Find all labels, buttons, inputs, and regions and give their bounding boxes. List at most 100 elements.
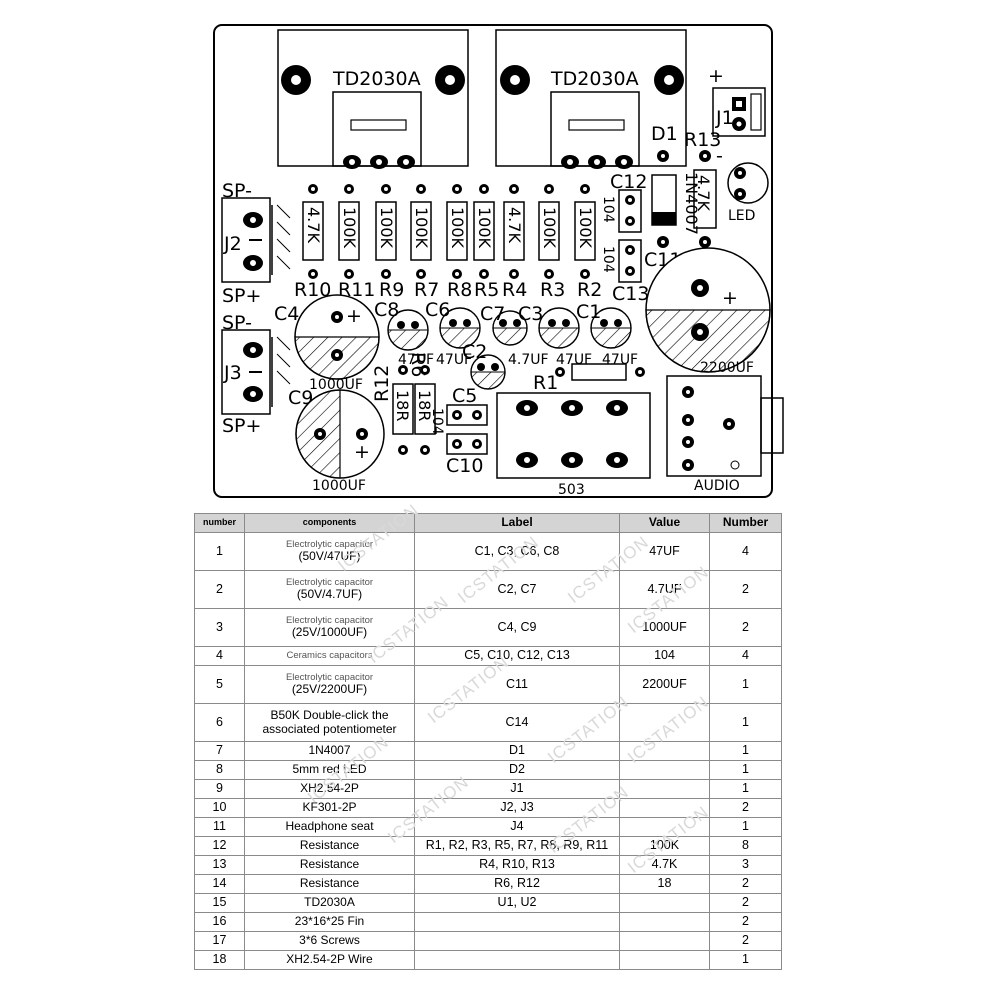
capacitor-c10 — [446, 433, 488, 455]
resistor-value: 100K — [540, 207, 559, 249]
c7-value: 4.7UF — [508, 352, 549, 368]
capacitor-c5 — [446, 404, 488, 426]
cell-number: 2 — [194, 570, 245, 609]
resistor-r12: 18R — [392, 365, 414, 455]
d1-value: 1N4007 — [682, 172, 701, 235]
cell-component: KF301-2P — [244, 798, 415, 818]
cell-quantity: 1 — [709, 741, 782, 761]
cell-quantity: 1 — [709, 779, 782, 799]
cell-value: 47UF — [619, 532, 710, 571]
cell-number: 8 — [194, 760, 245, 780]
cell-value: 104 — [619, 646, 710, 666]
cell-quantity: 1 — [709, 817, 782, 837]
c4-plus: + — [346, 305, 362, 327]
capacitor-c6 — [439, 307, 481, 349]
component-name: Resistance — [299, 857, 360, 872]
component-name: 3*6 Screws — [299, 933, 360, 948]
resistor-ref: R3 — [540, 279, 565, 301]
header-label: Label — [414, 513, 620, 533]
d1-label: D1 — [651, 123, 678, 145]
cell-value — [619, 798, 710, 818]
cell-quantity: 1 — [709, 760, 782, 780]
c8-value: 47UF — [398, 352, 434, 368]
cell-value — [619, 950, 710, 970]
cell-label: D2 — [414, 760, 620, 780]
pcb-silkscreen: TD2030A TD2030A + J1 - LED D1 R13 1N4007 — [213, 24, 784, 498]
capacitor-c11: + 2200UF — [645, 247, 771, 376]
component-name: B50K Double-click the associated potenti… — [262, 708, 397, 736]
resistor-r13: 4.7K — [693, 150, 717, 248]
audio-label: AUDIO — [694, 478, 740, 494]
resistor-value: 100K — [448, 207, 467, 249]
component-name: 23*16*25 Fin — [294, 914, 365, 929]
resistor-ref: R9 — [379, 279, 404, 301]
cell-component: Resistance — [244, 874, 415, 894]
cell-component: 3*6 Screws — [244, 931, 415, 951]
chip-u1-label: TD2030A — [332, 68, 421, 90]
cell-component: XH2.54-2P Wire — [244, 950, 415, 970]
c9-label: C9 — [288, 387, 313, 409]
chip-u2: TD2030A — [495, 29, 687, 169]
resistor-value: 100K — [475, 207, 494, 249]
connector-j3-label: J3 — [223, 362, 242, 384]
resistor-ref: R4 — [502, 279, 527, 301]
header-components: components — [244, 513, 415, 533]
cell-label — [414, 912, 620, 932]
cell-component: Electrolytic capacitor(50V/4.7UF) — [244, 570, 415, 609]
resistor-ref: R10 — [294, 279, 331, 301]
cell-quantity: 1 — [709, 665, 782, 704]
c1-label: C1 — [576, 301, 601, 323]
component-name: Headphone seat — [285, 819, 374, 834]
cell-component: Headphone seat — [244, 817, 415, 837]
component-name: (50V/47UF) — [298, 549, 361, 564]
r13-label: R13 — [684, 129, 721, 151]
c13-label: C13 — [612, 283, 649, 305]
component-name: (25V/2200UF) — [291, 682, 368, 697]
power-minus-label: - — [716, 145, 723, 167]
resistor-ref: R2 — [577, 279, 602, 301]
cell-component: XH2.54-2P — [244, 779, 415, 799]
r13-value: 4.7K — [694, 175, 713, 211]
cell-quantity: 2 — [709, 570, 782, 609]
resistor-value: 100K — [340, 207, 359, 249]
cell-number: 17 — [194, 931, 245, 951]
r12-label: R12 — [371, 365, 393, 402]
cell-quantity: 2 — [709, 893, 782, 913]
cell-component: Resistance — [244, 836, 415, 856]
connector-j1-label: J1 — [715, 107, 734, 129]
cell-label — [414, 931, 620, 951]
connector-j2-label: J2 — [223, 233, 242, 255]
cell-value: 100K — [619, 836, 710, 856]
diode-d1: 1N4007 — [651, 150, 701, 248]
component-name: KF301-2P — [302, 800, 357, 815]
cell-number: 7 — [194, 741, 245, 761]
c12-label: C12 — [610, 171, 647, 193]
led-d2: LED — [727, 162, 769, 224]
cell-component: Electrolytic capacitor(50V/47UF) — [244, 532, 415, 571]
cell-component: 5mm red LED — [244, 760, 415, 780]
cell-number: 16 — [194, 912, 245, 932]
chip-u2-label: TD2030A — [550, 68, 639, 90]
c4-value: 1000UF — [309, 377, 363, 393]
cell-value: 2200UF — [619, 665, 710, 704]
cell-quantity: 3 — [709, 855, 782, 875]
connector-j1: J1 — [712, 87, 766, 137]
c8-label: C8 — [374, 299, 399, 321]
c3-value: 47UF — [556, 352, 592, 368]
cell-quantity: 2 — [709, 912, 782, 932]
cell-component: B50K Double-click the associated potenti… — [244, 703, 415, 742]
capacitor-c8 — [387, 309, 429, 351]
component-category: Ceramics capacitors — [286, 649, 373, 661]
cell-quantity: 2 — [709, 798, 782, 818]
